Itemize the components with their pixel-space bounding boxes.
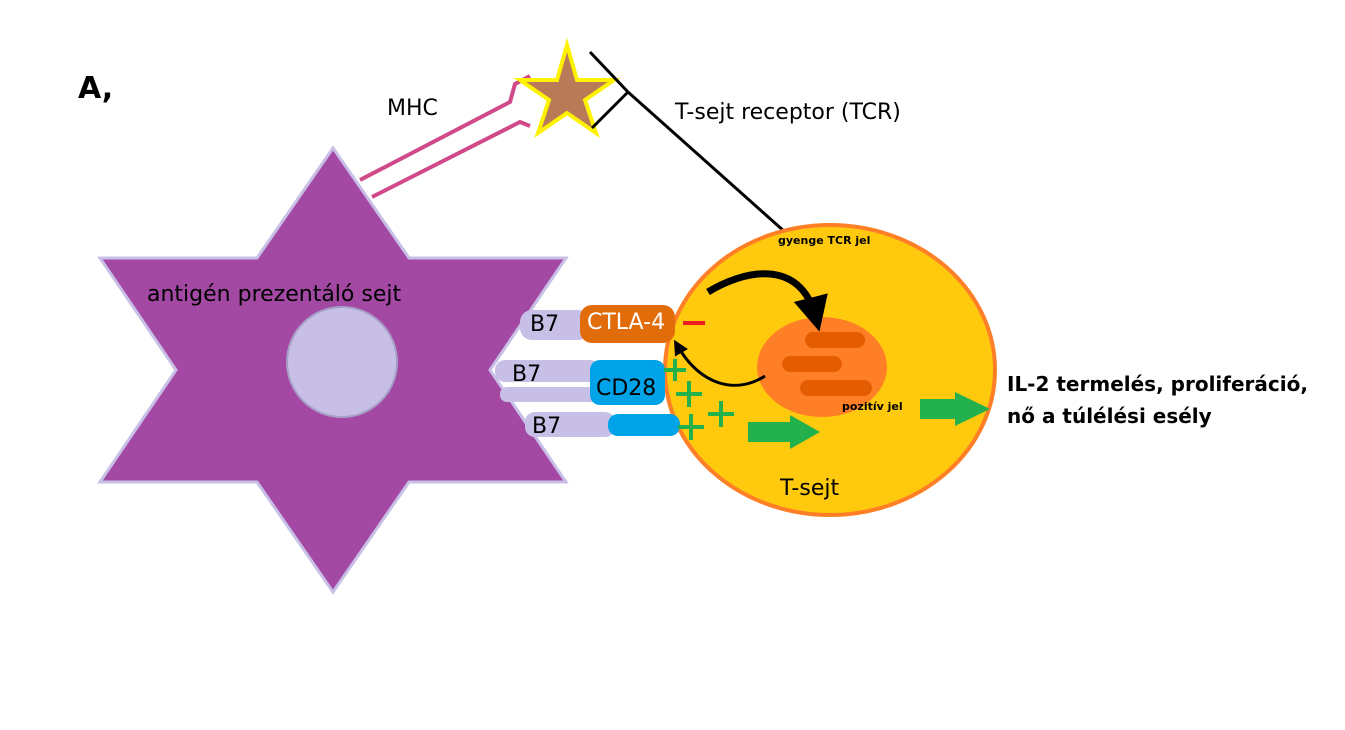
apc-nucleus <box>286 306 398 418</box>
b7-molecule-2b <box>500 387 600 402</box>
ctla4-label: CTLA-4 <box>587 310 666 335</box>
outcome-line-2: nő a túlélési esély <box>1007 404 1212 428</box>
weak-tcr-signal-label: gyenge TCR jel <box>778 234 871 247</box>
mhc-label: MHC <box>387 96 438 121</box>
antigen-star <box>513 37 621 139</box>
cd28-molecule <box>590 360 665 405</box>
b7-molecule-3 <box>525 412 615 437</box>
mhc-molecule <box>359 74 531 199</box>
ctla4-molecule <box>580 305 675 343</box>
b7-label-2: B7 <box>512 362 542 387</box>
cd28-molecule-2 <box>608 414 680 436</box>
green-arrow-outer <box>920 392 990 426</box>
b7-label-1: B7 <box>530 312 560 337</box>
b7-label-3: B7 <box>532 414 562 439</box>
panel-label: A, <box>78 71 114 106</box>
tcr-label: T-sejt receptor (TCR) <box>675 100 901 125</box>
plus-signs <box>664 359 734 440</box>
cd28-label: CD28 <box>596 376 657 401</box>
green-arrow-inner <box>748 415 820 449</box>
b7-molecule-2 <box>495 360 600 382</box>
b7-molecule-1 <box>520 310 590 340</box>
nucleus-bars <box>782 332 872 396</box>
tcr-pointer <box>588 50 786 234</box>
outcome-line-1: IL-2 termelés, proliferáció, <box>1007 372 1308 396</box>
apc-label: antigén prezentáló sejt <box>147 282 402 307</box>
t-cell-label: T-sejt <box>780 476 840 501</box>
weak-tcr-arrow <box>706 270 828 332</box>
positive-signal-label: pozitív jel <box>842 400 903 413</box>
feedback-arrow <box>674 339 766 387</box>
